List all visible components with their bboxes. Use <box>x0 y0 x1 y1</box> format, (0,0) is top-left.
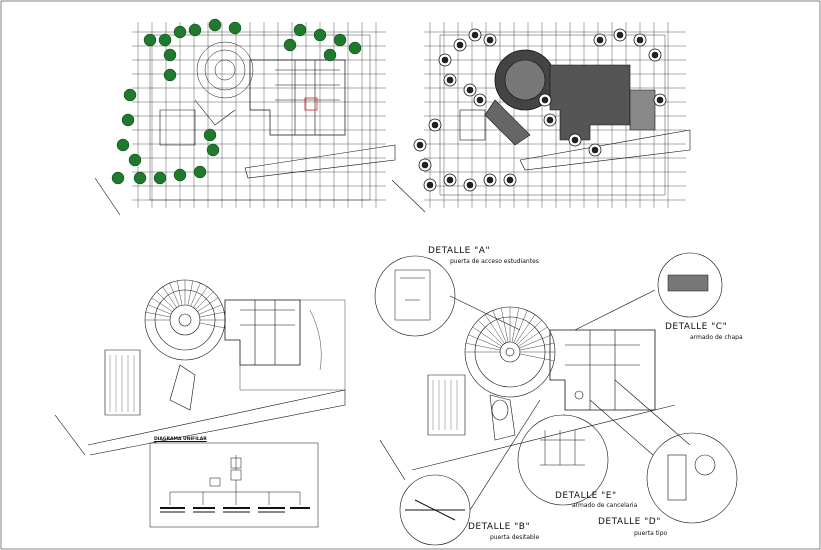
tree-cluster <box>413 28 667 192</box>
building-footprint <box>159 41 346 146</box>
detail-c-callout <box>657 252 723 318</box>
detail-b-title: DETALLE "B" <box>468 522 531 532</box>
diagram-title: DIAGRAMA UNIFILAR <box>154 437 207 442</box>
detail-d-title: DETALLE "D" <box>598 517 661 527</box>
detail-e-title: DETALLE "E" <box>555 491 617 501</box>
site-plan-landscaping <box>94 18 396 216</box>
detail-d-callout <box>646 432 738 524</box>
detail-b-subtitle: puerta desitable <box>490 534 540 541</box>
detail-d-subtitle: puerta tipo <box>634 530 668 537</box>
tree-cluster <box>111 18 362 185</box>
detail-c-title: DETALLE "C" <box>665 322 728 332</box>
detail-c-subtitle: armado de chapa <box>690 334 743 341</box>
detail-e-subtitle: armado de cancelaria <box>572 502 638 509</box>
detail-a-title: DETALLE "A" <box>428 246 491 256</box>
detail-a-subtitle: puerta de acceso estudiantes <box>450 258 539 265</box>
details-plan <box>374 252 738 546</box>
single-line-diagram <box>149 442 319 528</box>
floor-plan <box>54 279 346 456</box>
detail-a-callout <box>374 255 456 337</box>
hatched-roof <box>459 49 656 146</box>
roof-plan <box>391 22 691 213</box>
